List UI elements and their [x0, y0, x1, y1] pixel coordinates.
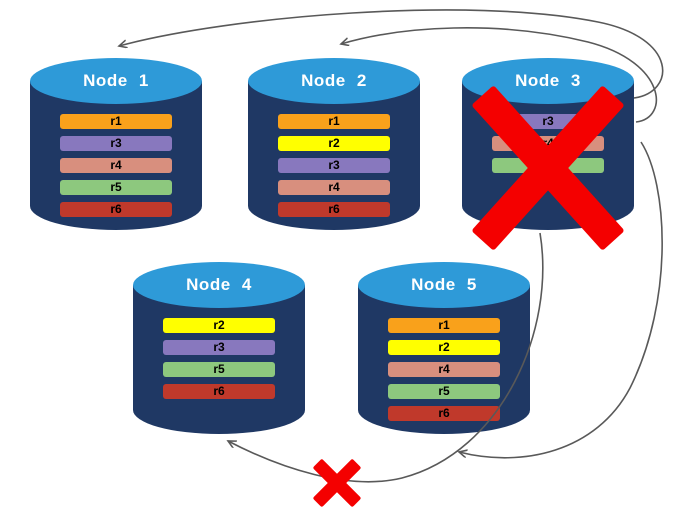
replica-r1: r1 — [278, 114, 390, 129]
replica-r6: r6 — [278, 202, 390, 217]
replica-r5: r5 — [388, 384, 500, 399]
replica-r3: r3 — [163, 340, 275, 355]
node-title: Node 5 — [411, 275, 477, 294]
replica-r5: r5 — [163, 362, 275, 377]
replica-r1: r1 — [60, 114, 172, 129]
cylinder-top: Node 4 — [133, 262, 305, 308]
cylinder-top: Node 5 — [358, 262, 530, 308]
database-node-1: Node 1 r1 r3 r4 r5 r6 — [30, 58, 202, 230]
replica-r1: r1 — [388, 318, 500, 333]
replica-r5: r5 — [60, 180, 172, 195]
cylinder-top: Node 2 — [248, 58, 420, 104]
node-title: Node 1 — [83, 71, 149, 90]
replica-r4: r4 — [60, 158, 172, 173]
replica-list: r1 r3 r4 r5 r6 — [60, 114, 172, 217]
replica-list: r1 r2 r3 r4 r6 — [278, 114, 390, 217]
replica-r4: r4 — [388, 362, 500, 377]
database-node-4: Node 4 r2 r3 r5 r6 — [133, 262, 305, 434]
node-title: Node 4 — [186, 275, 252, 294]
replica-r6: r6 — [163, 384, 275, 399]
replica-r2: r2 — [278, 136, 390, 151]
replica-r6: r6 — [388, 406, 500, 421]
replica-list: r2 r3 r5 r6 — [163, 318, 275, 399]
replica-r6: r6 — [60, 202, 172, 217]
database-node-2: Node 2 r1 r2 r3 r4 r6 — [248, 58, 420, 230]
replica-list: r1 r2 r4 r5 r6 — [388, 318, 500, 421]
cylinder-top: Node 1 — [30, 58, 202, 104]
database-node-5: Node 5 r1 r2 r4 r5 r6 — [358, 262, 530, 434]
failure-x-icon — [462, 58, 634, 251]
node-title: Node 2 — [301, 71, 367, 90]
replica-r3: r3 — [60, 136, 172, 151]
replica-r3: r3 — [278, 158, 390, 173]
replica-r2: r2 — [163, 318, 275, 333]
replica-r2: r2 — [388, 340, 500, 355]
replica-r4: r4 — [278, 180, 390, 195]
